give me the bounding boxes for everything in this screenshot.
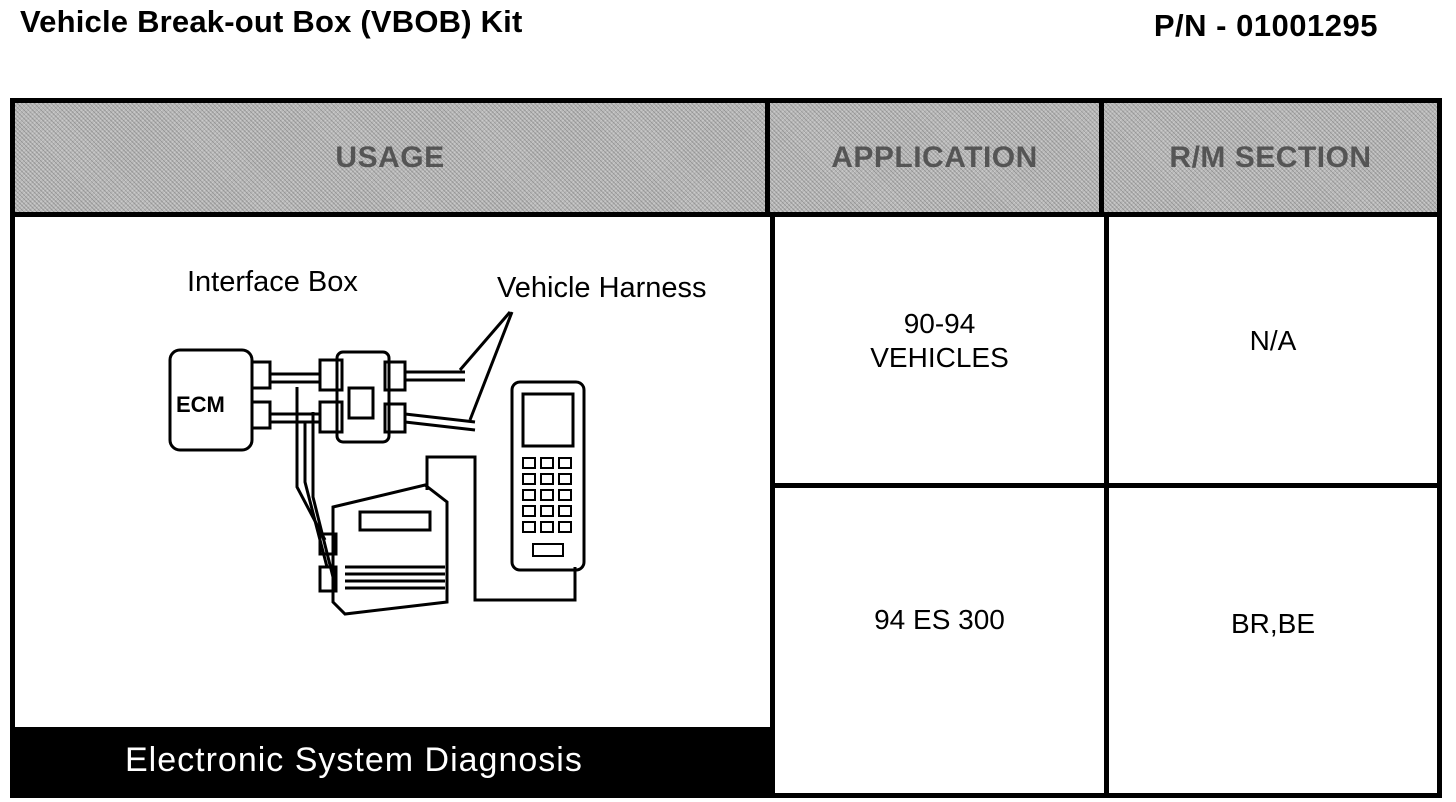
ecm-connector (250, 360, 272, 390)
application-line-2: VEHICLES (870, 342, 1009, 373)
vbob-connection-diagram: ECM (168, 311, 586, 616)
part-number: P/N - 01001295 (1153, 8, 1378, 43)
interface-connector (318, 358, 344, 392)
harness-leader-line (458, 311, 512, 371)
usage-diagram-panel: Interface Box Vehicle Harness (15, 222, 770, 793)
column-divider (770, 217, 775, 793)
interface-box-label: Interface Box (187, 266, 358, 298)
interface-window (347, 386, 375, 420)
hand-held-tester (510, 380, 586, 572)
ecm-connector (250, 400, 272, 430)
tester-screen (521, 392, 575, 448)
ecm-label: ECM (176, 392, 225, 417)
column-header-usage: USAGE (15, 103, 770, 217)
vehicle-harness-label: Vehicle Harness (497, 272, 707, 304)
interface-box (335, 350, 391, 444)
rm-section-cell-row-2: BR,BE (1230, 608, 1316, 639)
row-divider (775, 483, 1437, 488)
harness-leader-line (468, 311, 514, 421)
application-cell-row-2: 94 ES 300 (874, 604, 1005, 635)
application-cell-row-1: 90-94 VEHICLES (775, 307, 1104, 375)
breakout-box-display (358, 510, 432, 532)
usage-table: USAGE APPLICATION R/M SECTION 90-94 VEHI… (10, 98, 1442, 798)
usage-caption-bar: Electronic System Diagnosis (15, 727, 770, 793)
column-header-application: APPLICATION (770, 103, 1104, 217)
breakout-box (331, 483, 449, 616)
application-line-1: 90-94 (903, 308, 976, 339)
column-divider (1104, 217, 1109, 793)
column-header-rm-section: R/M SECTION (1104, 103, 1437, 217)
document-title: Vehicle Break-out Box (VBOB) Kit (20, 4, 523, 39)
usage-caption: Electronic System Diagnosis (125, 740, 583, 779)
ecm-box (168, 348, 254, 452)
interface-connector (318, 400, 344, 434)
rm-section-cell-row-1: N/A (1249, 325, 1297, 356)
